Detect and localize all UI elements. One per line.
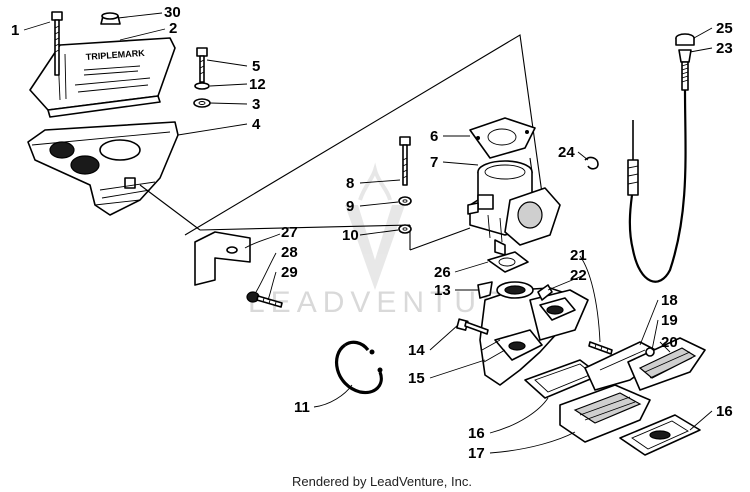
air-silencer-lid: TRIPLEMARK [29, 37, 176, 118]
air-silencer-base [27, 121, 179, 216]
callout-2: 2 [169, 20, 177, 37]
callout-5: 5 [252, 58, 260, 75]
grommet-30 [100, 12, 121, 25]
washer-10 [398, 224, 412, 234]
callout-24: 24 [558, 144, 575, 161]
callout-9: 9 [346, 198, 354, 215]
gasket-26 [487, 251, 529, 273]
callout-8: 8 [346, 175, 354, 192]
reed-petal-20 [627, 337, 706, 391]
callout-16-right: 16 [716, 403, 733, 420]
callout-29: 29 [281, 264, 298, 281]
screw-1 [51, 11, 63, 76]
callout-4: 4 [252, 116, 261, 133]
callout-25: 25 [716, 20, 733, 37]
washer-12 [194, 82, 210, 90]
bolt-14 [456, 318, 489, 335]
stud-21 [588, 341, 613, 355]
callout-26: 26 [434, 264, 451, 281]
callout-14: 14 [408, 342, 425, 359]
callout-10: 10 [342, 227, 359, 244]
footer-credit: Rendered by LeadVenture, Inc. [292, 474, 472, 489]
callout-7: 7 [430, 154, 438, 171]
choke-plunger-25 [675, 33, 695, 46]
callout-1: 1 [11, 22, 19, 39]
callout-20: 20 [661, 334, 678, 351]
tab-13 [477, 281, 493, 299]
callout-28: 28 [281, 244, 298, 261]
leader-lines [23, 12, 713, 454]
lock-washer-9 [398, 196, 412, 206]
assembly-lines [139, 34, 546, 251]
callout-11: 11 [294, 399, 310, 416]
callout-18: 18 [661, 292, 678, 309]
callout-17: 17 [468, 445, 485, 462]
callout-19: 19 [661, 312, 678, 329]
callout-27: 27 [281, 224, 298, 241]
bracket-27 [194, 231, 251, 286]
callout-21: 21 [570, 247, 587, 264]
callout-3: 3 [252, 96, 260, 113]
carburetor-7 [467, 157, 561, 256]
clamp-11 [335, 340, 383, 395]
screw-29 [256, 295, 283, 308]
stud-22 [537, 284, 553, 301]
choke-cable-23 [627, 49, 692, 283]
callout-16-left: 16 [468, 425, 485, 442]
lid-brand-text: TRIPLEMARK [85, 48, 145, 62]
callout-13: 13 [434, 282, 451, 299]
callout-30: 30 [164, 4, 181, 21]
callouts: 1 2 30 5 12 3 4 6 7 8 9 10 26 13 27 28 2… [11, 4, 733, 462]
bolt-8 [399, 136, 411, 186]
callout-12: 12 [249, 76, 266, 93]
reed-gasket-16-right [619, 414, 701, 456]
intake-manifold-15 [479, 281, 589, 386]
callout-23: 23 [716, 40, 733, 57]
bolt-5 [196, 47, 208, 83]
screw-19 [645, 347, 655, 357]
clip-24 [584, 156, 599, 170]
gasket-6 [469, 117, 536, 159]
callout-22: 22 [570, 267, 587, 284]
callout-15: 15 [408, 370, 425, 387]
callout-6: 6 [430, 128, 438, 145]
grommet-3 [193, 98, 211, 108]
